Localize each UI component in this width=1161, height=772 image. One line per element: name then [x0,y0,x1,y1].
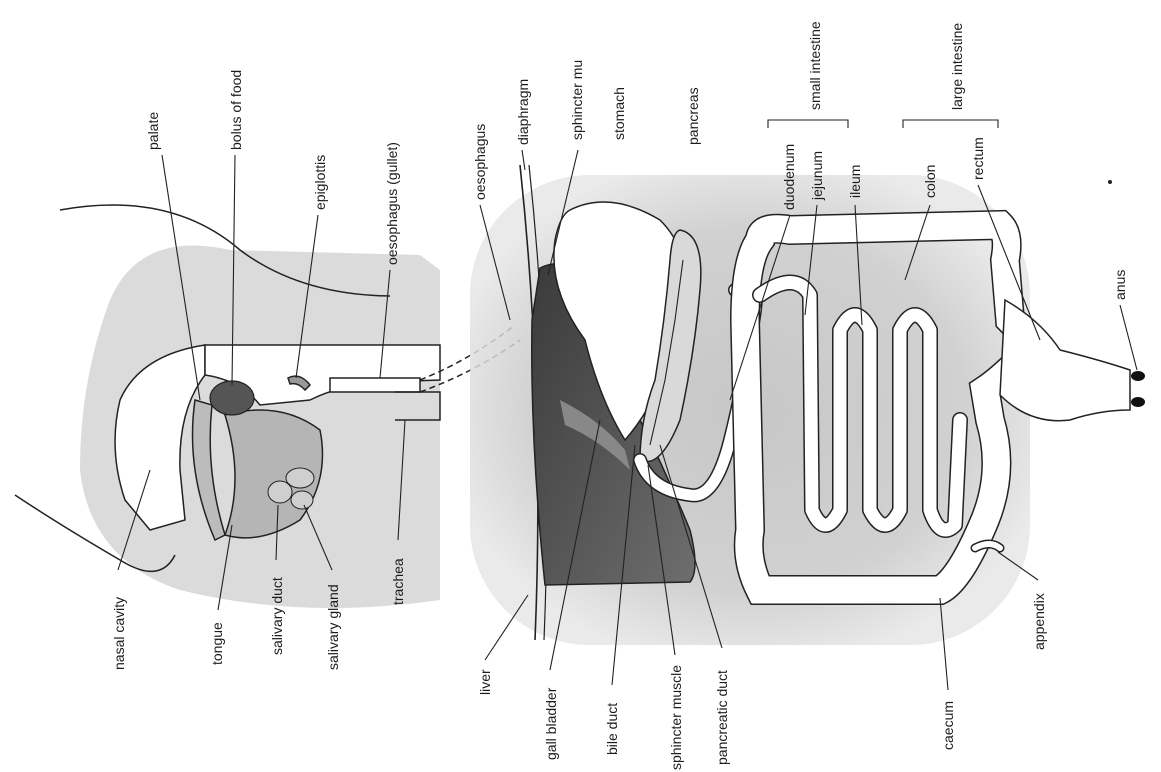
label-duodenum: duodenum [781,144,797,210]
anus [1131,371,1145,381]
label-caecum: caecum [940,701,956,750]
lead-diaphragm [522,150,525,170]
label-oesophagus: oesophagus [472,124,488,200]
label-small-intestine: small intestine [807,21,823,110]
anus-lower [1131,397,1145,407]
label-gall-bladder: gall bladder [543,687,559,760]
label-tongue: tongue [209,622,225,665]
label-sphincter-muscle-top: sphincter mu [569,60,585,140]
label-pancreas: pancreas [685,87,701,145]
head-region [15,205,520,608]
label-appendix: appendix [1031,593,1047,650]
label-sphincter-muscle: sphincter muscle [668,665,684,770]
label-salivary-gland: salivary gland [325,584,341,670]
label-salivary-duct: salivary duct [269,577,285,655]
label-bile-duct: bile duct [604,703,620,755]
label-oesophagus-gullet: oesophagus (gullet) [384,142,400,265]
lead-anus [1120,305,1137,370]
neck-oesophagus [330,378,420,392]
label-rectum: rectum [970,137,986,180]
label-stomach: stomach [611,87,627,140]
label-liver: liver [477,669,493,695]
label-epiglottis: epiglottis [312,155,328,210]
bolus-of-food [210,381,254,415]
label-anus: anus [1112,270,1128,300]
label-large-intestine: large intestine [949,23,965,110]
label-colon: colon [922,165,938,198]
large-intestine-bracket [903,120,998,128]
dot-mark [1108,180,1112,184]
rectum [1000,300,1130,421]
label-ileum: ileum [847,165,863,198]
label-pancreatic-duct: pancreatic duct [714,670,730,765]
label-trachea: trachea [390,558,406,605]
label-nasal-cavity: nasal cavity [111,597,127,670]
label-bolus-of-food: bolus of food [228,70,244,150]
small-intestine-bracket [768,120,848,128]
label-palate: palate [145,112,161,150]
label-jejunum: jejunum [809,151,825,201]
label-diaphragm: diaphragm [515,79,531,145]
